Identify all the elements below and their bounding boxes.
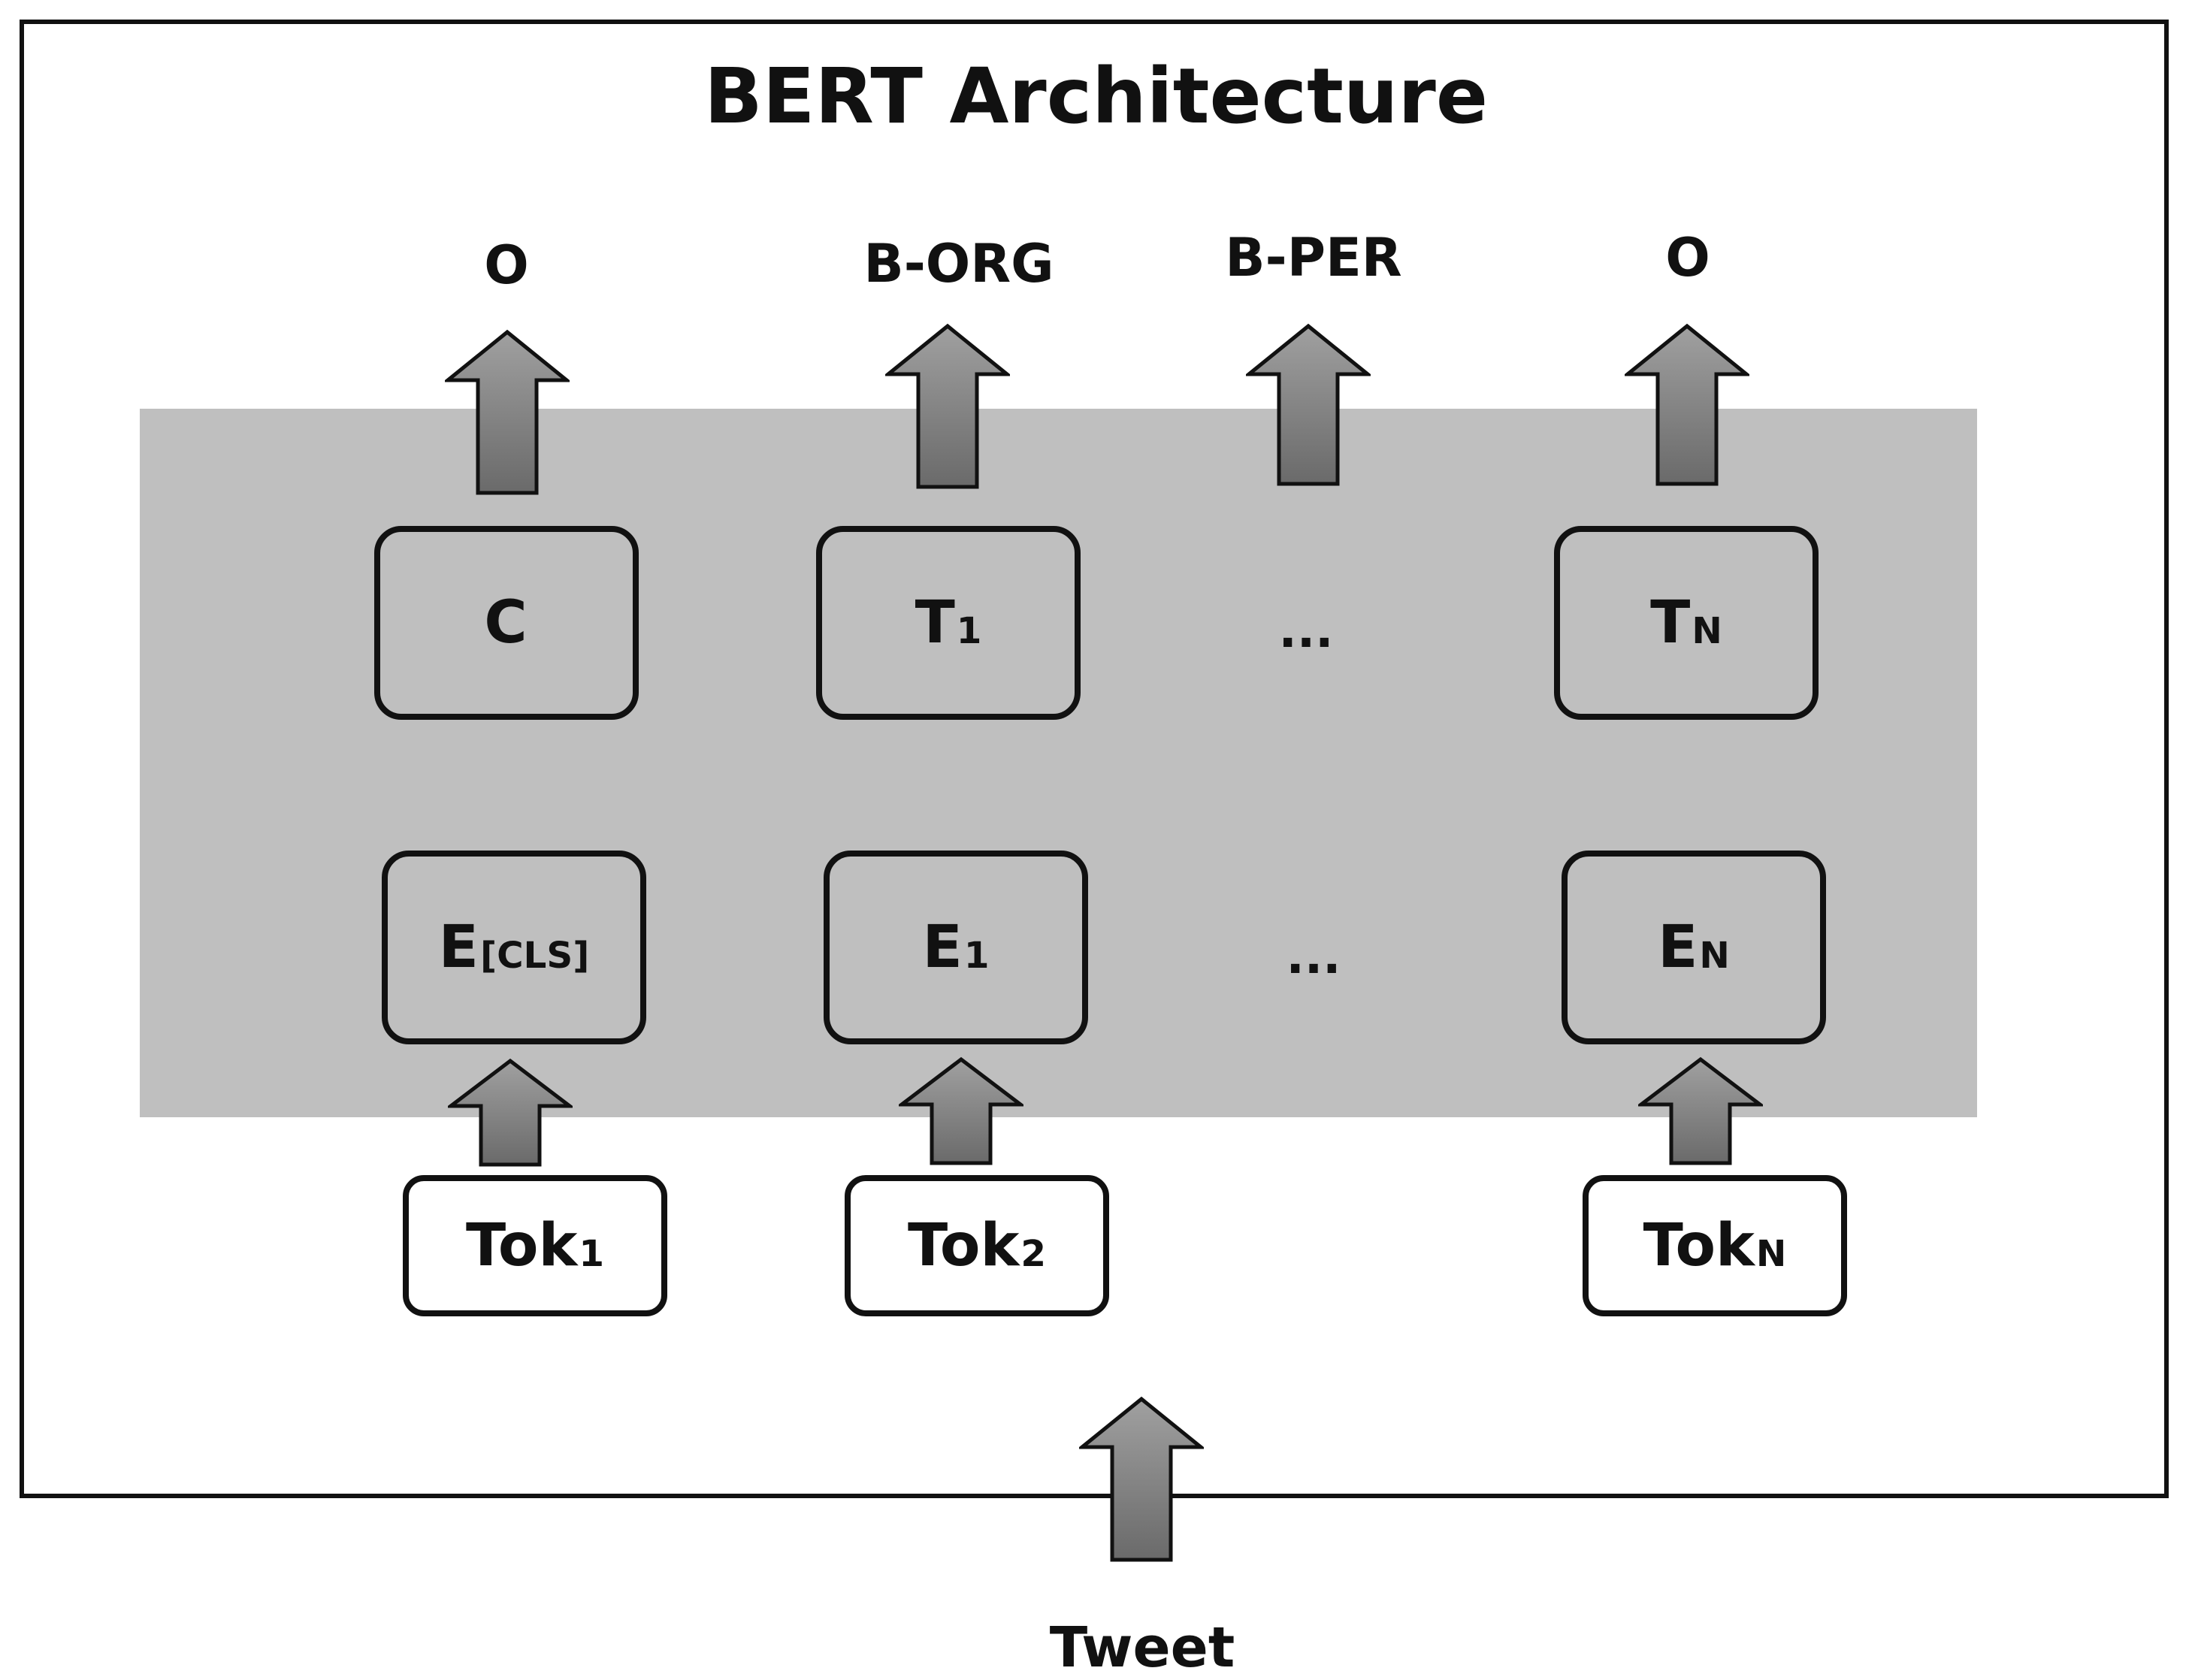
box-subscript: [CLS] xyxy=(479,934,590,977)
up-arrow-icon xyxy=(1638,1056,1763,1165)
box-label: E xyxy=(438,914,479,981)
up-arrow-icon xyxy=(445,329,570,495)
transformer-output-box-c: C xyxy=(374,526,639,720)
up-arrow-icon xyxy=(899,1056,1023,1165)
box-subscript: 2 xyxy=(1020,1232,1046,1275)
box-label: E xyxy=(1658,914,1698,981)
box-label: Tok xyxy=(466,1212,578,1280)
box-subscript: 1 xyxy=(956,609,982,652)
up-arrow-icon xyxy=(1079,1396,1204,1562)
up-arrow-icon xyxy=(448,1058,573,1167)
box-subscript: N xyxy=(1755,1232,1787,1275)
output-label-3: O xyxy=(1665,227,1710,289)
input-label: Tweet xyxy=(1049,1615,1235,1680)
box-label: Tok xyxy=(908,1212,1020,1280)
box-subscript: 1 xyxy=(579,1232,604,1275)
box-label: T xyxy=(915,589,955,657)
box-label: Tok xyxy=(1643,1212,1755,1280)
box-subscript: N xyxy=(1699,934,1730,977)
output-label-2: B-PER xyxy=(1225,227,1402,289)
diagram-title: BERT Architecture xyxy=(703,52,1488,141)
up-arrow-icon xyxy=(885,323,1010,489)
output-label-1: B-ORG xyxy=(863,233,1054,295)
output-label-0: O xyxy=(484,234,529,296)
up-arrow-icon xyxy=(1246,323,1371,486)
box-label: E xyxy=(922,914,963,981)
box-subscript: N xyxy=(1692,609,1722,652)
ellipsis-embedding-row: ... xyxy=(1286,929,1341,985)
box-subscript: 1 xyxy=(963,934,990,977)
box-label: C xyxy=(484,589,528,657)
embedding-box-cls: E[CLS] xyxy=(382,851,646,1044)
up-arrow-icon xyxy=(1625,323,1749,486)
box-label: T xyxy=(1650,589,1691,657)
ellipsis-transformer-row: ... xyxy=(1278,603,1334,659)
